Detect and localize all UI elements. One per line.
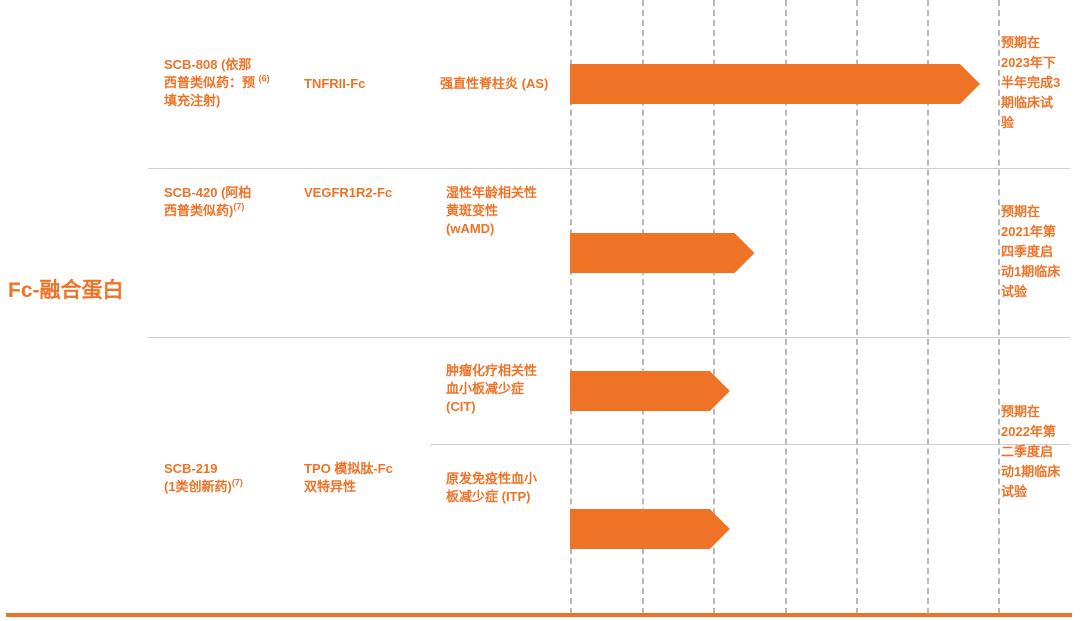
progress-arrow (570, 509, 730, 549)
indication-divider (430, 444, 1070, 445)
row-divider (148, 168, 1070, 169)
note-line: 动1期临床 (1001, 464, 1061, 479)
target-name: TPO 模拟肽-Fc 双特异性 (304, 460, 393, 496)
category-label: Fc-融合蛋白 (8, 279, 124, 302)
product-name: SCB-808 (依那 西普类似药：预 (6) 填充注射) (164, 56, 270, 110)
bottom-rule (6, 613, 1072, 617)
indication-line: 肿瘤化疗相关性 (446, 363, 538, 378)
progress-arrow-shape (570, 64, 980, 104)
note-line: 2021年第 (1001, 224, 1056, 239)
product-name-line: (1类创新药) (164, 479, 232, 494)
progress-arrow (570, 233, 755, 273)
indication-line: 黄斑变性 (446, 203, 499, 218)
indication-line: 血小板减少症 (446, 381, 525, 396)
note-line: 2022年第 (1001, 424, 1056, 439)
product-name-line: 西普类似药) (164, 203, 234, 218)
target-name: VEGFR1R2-Fc (304, 185, 393, 200)
phase-gridline (785, 0, 787, 614)
phase-gridline (713, 0, 715, 614)
milestone-note: 预期在 2022年第 二季度启 动1期临床 试验 (1001, 402, 1060, 502)
progress-arrow-shape (570, 233, 755, 273)
product-name-line: 西普类似药：预 (164, 75, 256, 90)
milestone-note: 预期在 2021年第 四季度启 动1期临床 试验 (1001, 202, 1060, 302)
note-line: 预期在 (1001, 404, 1041, 419)
target-line: 双特异性 (304, 479, 357, 494)
note-line: 预期在 (1001, 35, 1041, 50)
indication-line: 原发免疫性血小 (446, 471, 538, 486)
indication-label: 强直性脊柱炎 (AS) (440, 75, 548, 93)
indication-line: (wAMD) (446, 221, 495, 236)
progress-arrow (570, 371, 730, 411)
indication-label: 肿瘤化疗相关性 血小板减少症 (CIT) (446, 362, 537, 416)
progress-arrow-shape (570, 371, 730, 411)
phase-gridline (570, 0, 572, 614)
product-name-line: SCB-420 (阿柏 (164, 185, 252, 200)
note-line: 期临床试 (1001, 95, 1054, 110)
phase-gridline (927, 0, 929, 614)
indication-line: (CIT) (446, 399, 476, 414)
product-name-line: SCB-808 (依那 (164, 57, 252, 72)
target-name: TNFRII-Fc (304, 76, 366, 91)
reference-mark: (7) (233, 201, 245, 212)
note-line: 预期在 (1001, 204, 1041, 219)
note-line: 半年完成3 (1001, 75, 1061, 90)
note-line: 验 (1001, 115, 1015, 130)
reference-mark: (7) (231, 477, 243, 488)
indication-line: 板减少症 (ITP) (446, 489, 531, 504)
phase-gridline (642, 0, 644, 614)
indication-line: 湿性年龄相关性 (446, 185, 538, 200)
note-line: 2023年下 (1001, 55, 1056, 70)
progress-arrow (570, 64, 980, 104)
note-line: 动1期临床 (1001, 264, 1061, 279)
row-divider (148, 337, 1070, 338)
product-name-line: 填充注射) (164, 93, 221, 108)
note-line: 试验 (1001, 484, 1028, 499)
indication-label: 原发免疫性血小 板减少症 (ITP) (446, 470, 537, 506)
indication-line: 强直性脊柱炎 (AS) (440, 76, 549, 91)
product-name: SCB-420 (阿柏 西普类似药)(7) (164, 184, 251, 220)
milestone-note: 预期在 2023年下 半年完成3 期临床试 验 (1001, 33, 1060, 133)
progress-arrow-shape (570, 509, 730, 549)
note-line: 二季度启 (1001, 444, 1054, 459)
indication-label: 湿性年龄相关性 黄斑变性 (wAMD) (446, 184, 537, 238)
target-line: TPO 模拟肽-Fc (304, 461, 393, 476)
note-line: 试验 (1001, 284, 1028, 299)
product-name: SCB-219 (1类创新药)(7) (164, 460, 243, 496)
product-name-line: SCB-219 (164, 461, 218, 476)
reference-mark: (6) (258, 73, 270, 84)
phase-gridline (998, 0, 1000, 614)
phase-gridline (856, 0, 858, 614)
note-line: 四季度启 (1001, 244, 1054, 259)
